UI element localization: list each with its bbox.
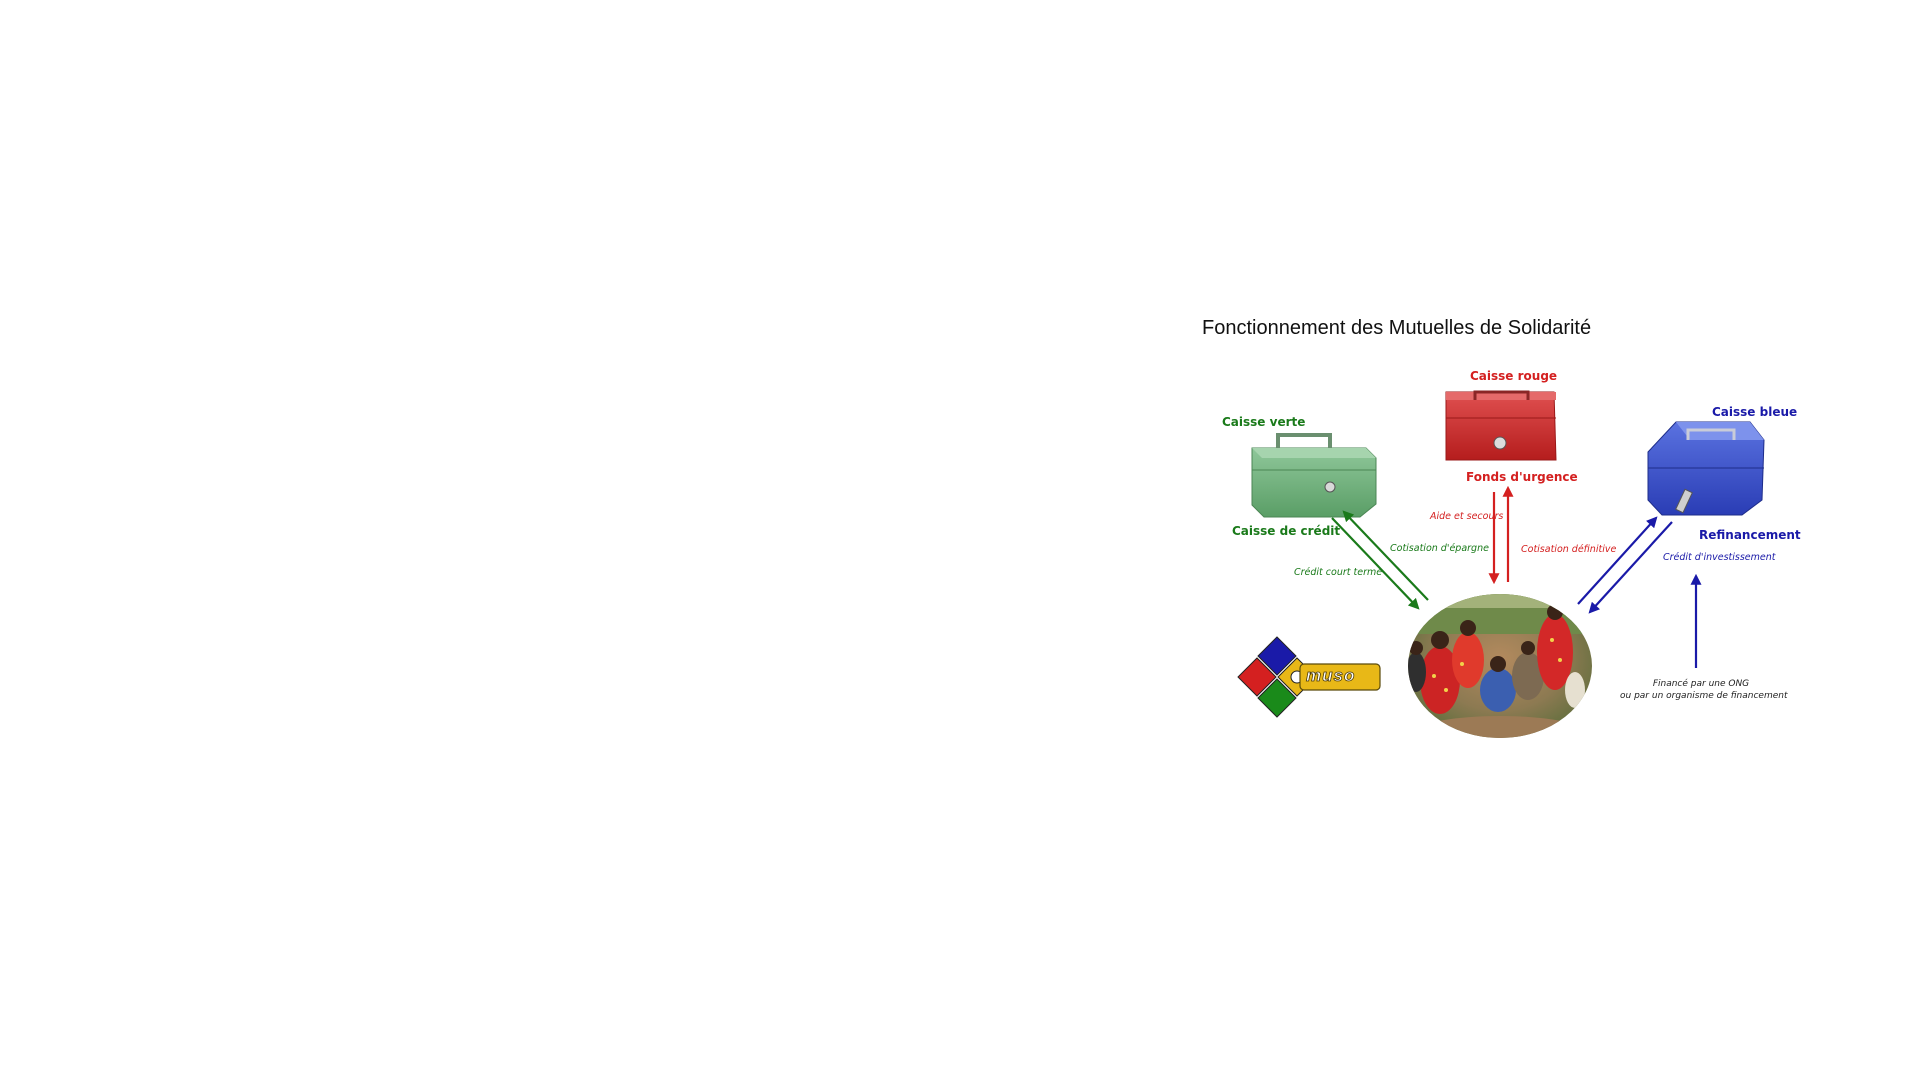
green-box-name: Caisse verte — [1222, 415, 1306, 429]
flow-label-credit-court-terme: Crédit court terme — [1294, 567, 1383, 578]
flow-label-cotisation-epargne: Cotisation d'épargne — [1390, 543, 1489, 554]
diagram-title: Fonctionnement des Mutuelles de Solidari… — [1202, 317, 1592, 339]
blue-box-role: Refinancement — [1699, 528, 1801, 542]
flow-label-cotisation-definitive: Cotisation définitive — [1521, 544, 1617, 555]
community-group-photo — [1408, 594, 1592, 738]
funding-note-line-1: Financé par une ONG — [1652, 679, 1750, 689]
blue-box-name: Caisse bleue — [1712, 405, 1798, 419]
green-cash-box-icon — [1251, 433, 1377, 518]
flow-label-aide-secours: Aide et secours — [1430, 511, 1504, 522]
red-cash-box-icon — [1445, 390, 1557, 461]
red-box-name: Caisse rouge — [1470, 369, 1558, 383]
arrow-blue-to-group — [1588, 521, 1673, 614]
red-box-role: Fonds d'urgence — [1466, 470, 1578, 484]
funding-note-line-2: ou par un organisme de financement — [1620, 691, 1788, 702]
flow-label-credit-investissement: Crédit d'investissement — [1663, 552, 1776, 563]
arrow-group-to-green — [1342, 510, 1429, 601]
blue-cash-box-icon — [1647, 421, 1765, 516]
arrow-group-to-blue — [1577, 516, 1658, 605]
green-box-role: Caisse de crédit — [1232, 524, 1341, 538]
muso-logo-icon — [1237, 636, 1381, 718]
funding-note: Financé par une ONG ou par un organisme … — [1620, 678, 1788, 702]
arrow-green-to-group — [1331, 517, 1420, 610]
muso-logo-text: MUSO — [1306, 666, 1356, 685]
